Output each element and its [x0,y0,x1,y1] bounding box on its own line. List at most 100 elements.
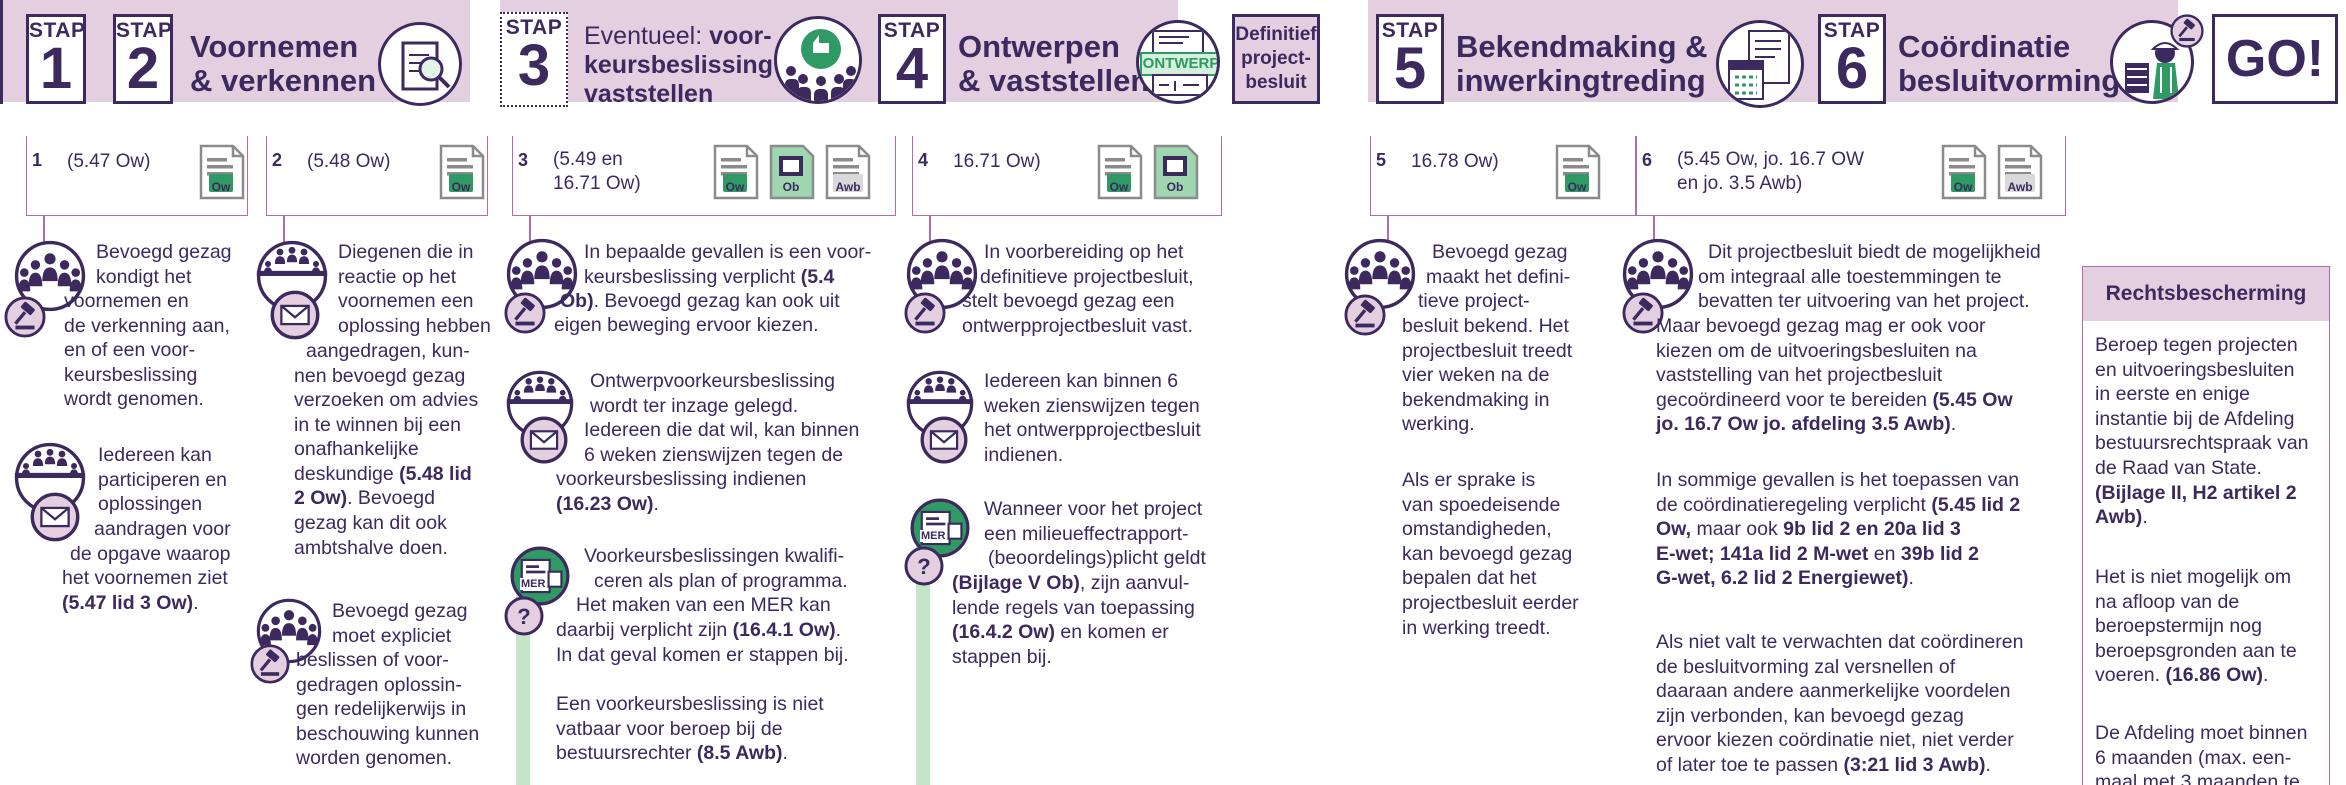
phase-5-title: Bekendmaking & inwerkingtreding [1456,29,1708,98]
col3-text-1b: Ob). Bevoegd gezag kan ook uit [560,290,840,312]
left-edge-line [0,0,3,104]
stap-label: STAP [883,19,941,42]
gavel-icon [2170,14,2204,48]
col4-text-3: Wanneer voor het project een milieueffec… [984,498,1206,570]
connector-line [1387,216,1389,250]
question-icon [504,596,544,636]
sidebar-text-1: Beroep tegen projecten en uitvoeringsbes… [2095,334,2309,529]
ontwerp-icon-label: ONTWERP [1142,55,1220,72]
connector-line [283,216,285,250]
ob-document-icon: Ob [1153,144,1199,200]
envelope-icon [920,416,968,464]
envelope-icon [270,290,320,340]
col6-text-3: Als niet valt te verwachten dat coördine… [1656,631,2024,776]
magnifier-document-icon [378,22,462,106]
go-label: GO! [2225,30,2325,88]
rechtsbescherming-title: Rechtsbescherming [2083,267,2329,321]
awb-document-icon: Awb [825,144,871,200]
question-icon [904,546,944,586]
col6-text-1b: Maar bevoegd gezag mag er ook voor kieze… [1656,315,2013,436]
envelope-icon [520,416,568,464]
stap-label: STAP [1823,19,1881,42]
col5-text-2: Als er sprake is van spoedeisende omstan… [1402,469,1579,639]
col2-text-2: Bevoegd gezag moet expliciet [332,600,468,647]
col3-text-1: In bepaalde gevallen is een voor- keursb… [584,241,872,288]
ref-box-1: 1 (5.47 Ow) Ow [26,136,248,216]
stap-6-box: STAP 6 [1818,14,1886,104]
definitief-projectbesluit-box: Definitief project- besluit [1232,14,1320,104]
gavel-icon [250,644,290,684]
mer-label: MER [520,578,547,590]
stap-number: 1 [39,36,73,101]
stap-number: 4 [895,36,929,101]
gavel-icon [4,296,46,338]
stap-4-box: STAP 4 [878,14,946,104]
col4-text-1: In voorbereiding op het definitieve proj… [980,241,1194,288]
stap-5-box: STAP 5 [1376,14,1444,104]
stap-number: 6 [1835,36,1869,101]
col2-text-1b: aangedragen, kun- nen bevoegd gezag [294,340,470,387]
col3-text-2b: Iedereen die dat wil, kan binnen 6 weken… [584,419,860,466]
col3-text-3: Voorkeursbeslissingen kwalifi- ceren als… [576,545,848,617]
ow-document-icon: Ow [1555,144,1601,200]
sidebar-text-3: De Afdeling moet binnen 6 maanden (max. … [2095,722,2308,785]
stap-label: STAP [505,16,563,39]
col4-text-2: Iedereen kan binnen 6 weken zienswijzen … [984,370,1201,466]
phase-6-title: Coördinatie besluitvorming [1898,29,2121,98]
stap-number: 2 [126,36,160,101]
ow-document-icon: Ow [713,144,759,200]
connector-line [929,216,931,246]
stap-label: STAP [1381,19,1439,42]
phase-2-title: Voornemen & verkennen [190,29,377,98]
awb-document-icon: Awb [1997,144,2043,200]
gavel-icon [904,292,946,334]
stap-number: 5 [1393,36,1427,101]
col6-text-2: In sommige gevallen is het toepassen van… [1656,469,2021,590]
col3-text-3b: daarbij verplicht zijn (16.4.1 Ow). In d… [556,619,849,666]
phase-3-title: Eventueel: voor- keursbeslissing vastste… [584,22,773,108]
col1-text-1b: voornemen en de verkenning aan, en of ee… [64,290,230,411]
thumbs-up-people-icon [774,16,862,104]
gavel-icon [1344,294,1386,336]
connector-line [1653,216,1655,246]
ref-box-3: 3 (5.49 en 16.71 Ow) Ow Ob Awb [512,136,896,216]
ref-box-6: 6 (5.45 Ow, jo. 16.7 OW en jo. 3.5 Awb) … [1636,136,2066,216]
col6-text-1: Dit projectbesluit biedt de mogelijkheid… [1698,241,2041,313]
col3-text-2c: voorkeursbeslissing indienen (16.23 Ow). [556,468,807,515]
col3-text-2: Ontwerpvoorkeursbeslissing wordt ter inz… [590,370,835,417]
stap-2-box: STAP 2 [113,14,173,104]
go-box: GO! [2212,14,2338,104]
stap-number: 3 [517,33,551,98]
ref-box-2: 2 (5.48 Ow) Ow [266,136,488,216]
col5-text-1: Bevoegd gezag maakt het defini- tieve pr… [1418,241,1571,313]
ontwerp-blueprint-icon: ONTWERP [1136,20,1220,104]
col2-text-2b: beslissen of voor- gedragen oplossin- ge… [296,649,480,770]
col5-text-1b: besluit bekend. Het projectbesluit treed… [1402,315,1573,436]
col3-text-4: Een voorkeursbeslissing is niet vatbaar … [556,693,824,765]
col4-text-1b: stelt bevoegd gezag een ontwerpprojectbe… [962,290,1193,337]
ref-box-4: 4 16.71 Ow) Ow Ob [912,136,1222,216]
connector-line [43,216,45,250]
col4-text-3b: (Bijlage V Ob), zijn aanvul- lende regel… [952,572,1195,668]
ref-box-5: 5 16.78 Ow) Ow [1370,136,1636,216]
col1-text-1: Bevoegd gezag kondigt het [96,241,232,288]
ow-document-icon: Ow [199,144,245,200]
ow-document-icon: Ow [439,144,485,200]
col1-text-2: Iedereen kan participeren en oplossingen [98,444,227,516]
col2-text-1: Diegenen die in reactie op het voornemen… [338,241,491,337]
stap-3-box: STAP 3 [500,12,568,107]
col2-text-1c: verzoeken om advies in te winnen bij een… [294,389,479,559]
ob-document-icon: Ob [769,144,815,200]
mer-indicator-bar [916,536,930,785]
connector-line [529,216,531,246]
col1-text-2b: aandragen voor de opgave waarop het voor… [62,518,231,614]
stap-1-box: STAP 1 [26,14,86,104]
ow-document-icon: Ow [1097,144,1143,200]
sidebar-text-2: Het is niet mogelijk om na afloop van de… [2095,566,2297,687]
stap-label: STAP [116,19,173,42]
col3-text-1c: eigen beweging ervoor kiezen. [554,314,819,336]
documents-calendar-icon [1716,20,1804,108]
construction-worker-icon [2110,20,2194,104]
stap-label: STAP [29,19,86,42]
ow-document-icon: Ow [1941,144,1987,200]
